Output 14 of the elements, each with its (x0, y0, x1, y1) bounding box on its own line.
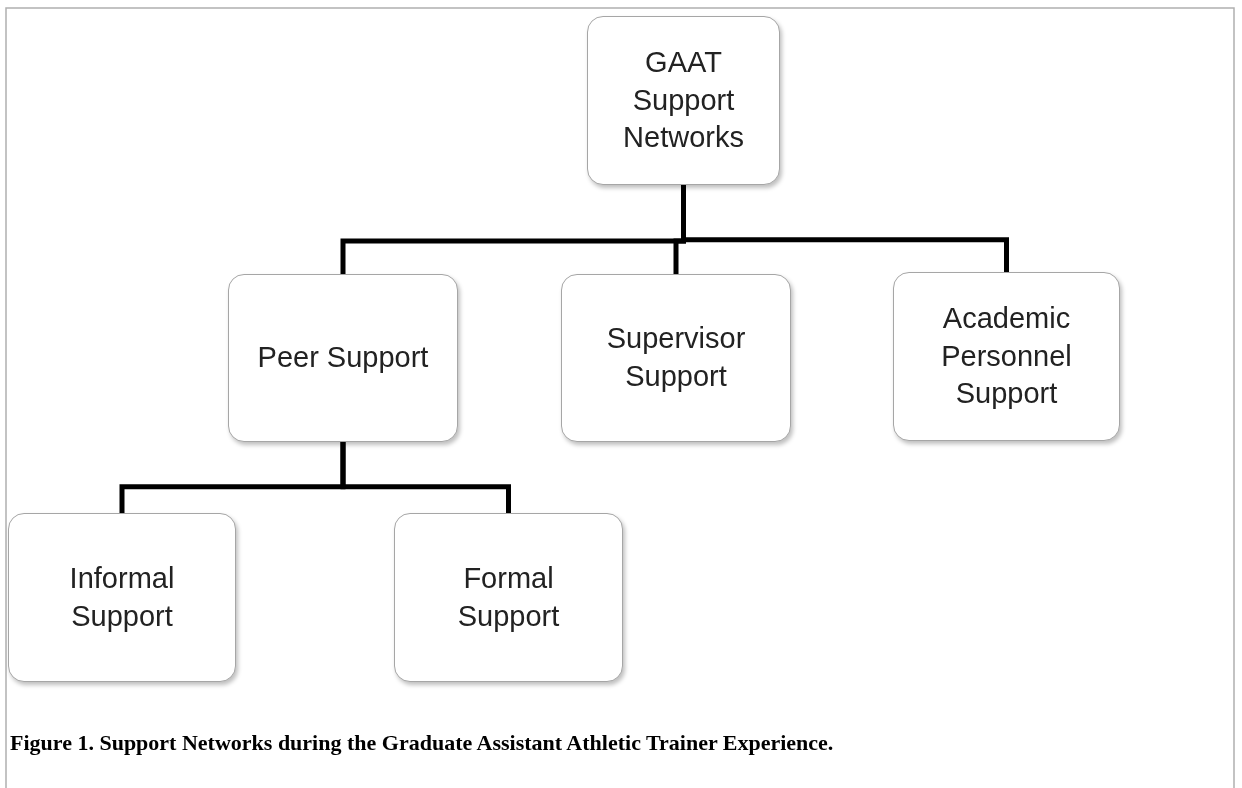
figure-caption: Figure 1. Support Networks during the Graduate Assistant Athletic Trainer Experience. (10, 730, 834, 756)
rounded-box (587, 16, 780, 185)
rounded-box (8, 513, 236, 682)
connector-line (340, 442, 511, 513)
rounded-box (394, 513, 623, 682)
rounded-box (228, 274, 458, 442)
rounded-box (893, 272, 1120, 441)
node-label: GAAT Support Networks (622, 44, 745, 156)
node-label: Academic Personnel Support (940, 300, 1073, 412)
node-label: Peer Support (257, 340, 429, 376)
node-label: Supervisor Support (605, 321, 747, 394)
rounded-box (561, 274, 791, 442)
node-label: Formal Support (456, 560, 561, 634)
node-label: Informal Support (68, 560, 176, 634)
